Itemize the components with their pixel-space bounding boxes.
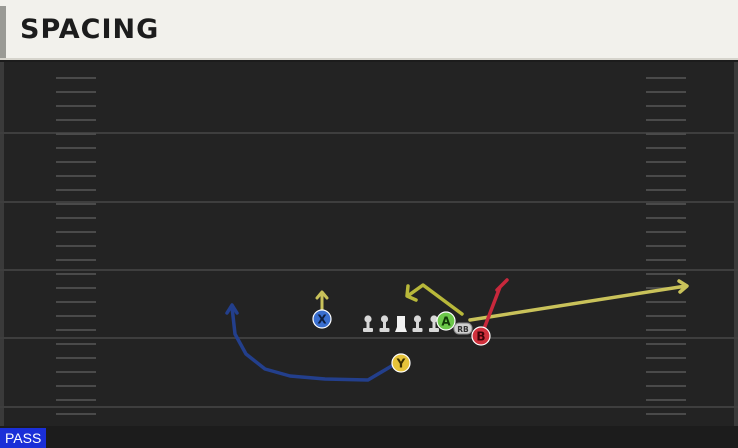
- player-x[interactable]: X: [312, 309, 332, 329]
- lineman-pin-icon: [379, 315, 390, 332]
- field-svg: X Y A RB B: [0, 62, 738, 426]
- b-button-icon: [471, 326, 491, 346]
- play-title-bar: SPACING: [0, 0, 738, 60]
- play-type-badge: PASS: [0, 428, 47, 448]
- y-route: [225, 303, 397, 382]
- hash-marks-left: [56, 77, 96, 415]
- hash-marks-right: [646, 77, 686, 415]
- lineman-pin-icon: [429, 315, 439, 332]
- a-button-icon: [436, 311, 456, 331]
- lineman-pin-icon: [412, 315, 423, 332]
- field-right-border: [734, 62, 738, 426]
- offensive-line: [363, 315, 439, 332]
- yard-lines: [0, 132, 738, 408]
- center-marker-icon: [395, 316, 407, 332]
- play-diagram-field: X Y A RB B: [0, 62, 738, 426]
- a-route: [405, 283, 464, 316]
- field-turf: [0, 62, 738, 426]
- player-a[interactable]: A: [436, 311, 456, 331]
- player-rb[interactable]: RB: [453, 322, 473, 335]
- field-left-border: [0, 62, 4, 426]
- player-x-label: X: [317, 313, 327, 327]
- play-title: SPACING: [20, 14, 160, 45]
- player-b-label: B: [476, 330, 485, 344]
- player-rb-label: RB: [457, 325, 469, 334]
- b-route: [480, 278, 509, 336]
- lineman-pin-icon: [363, 315, 373, 332]
- y-button-icon: [391, 353, 411, 373]
- rb-tag: [453, 322, 473, 335]
- x-route: [315, 290, 329, 312]
- player-y[interactable]: Y: [391, 353, 411, 373]
- player-b[interactable]: B: [471, 326, 491, 346]
- x-button-icon: [312, 309, 332, 329]
- player-a-label: A: [441, 315, 451, 329]
- rb-route: [468, 279, 689, 322]
- player-y-label: Y: [396, 357, 406, 371]
- title-accent-stripe: [0, 6, 6, 58]
